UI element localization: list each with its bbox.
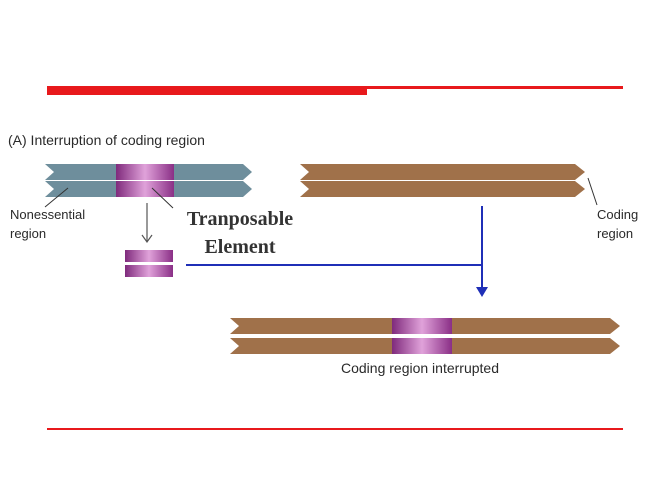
result-caption: Coding region interrupted bbox=[341, 360, 499, 376]
transposon-insert-top bbox=[116, 164, 174, 180]
transposon-strand-top bbox=[125, 250, 173, 262]
transposable-pointer bbox=[151, 187, 174, 209]
free-transposon bbox=[125, 250, 173, 277]
top-rule-thin bbox=[367, 86, 623, 89]
coding-label-line-1: Coding bbox=[597, 207, 638, 222]
panel-title: (A) Interruption of coding region bbox=[8, 132, 205, 148]
transposon-insert-bottom bbox=[116, 181, 174, 197]
nonessential-pointer bbox=[44, 187, 69, 208]
top-rule-thick bbox=[47, 86, 367, 95]
coding-dna bbox=[300, 164, 585, 197]
excision-arrow bbox=[141, 203, 153, 244]
dna-strand-bottom bbox=[300, 181, 585, 197]
dna-strand-top bbox=[300, 164, 585, 180]
transposable-label-line-2: Element bbox=[204, 236, 275, 258]
coding-pointer bbox=[587, 177, 598, 206]
interrupted-coding-dna bbox=[230, 318, 620, 354]
nonessential-label-line-2: region bbox=[10, 226, 46, 241]
nonessential-dna bbox=[45, 164, 252, 197]
coding-label-line-2: region bbox=[597, 226, 633, 241]
transposon-strand-bottom bbox=[125, 265, 173, 277]
bottom-rule bbox=[47, 428, 623, 430]
transposable-label-line-1: Tranposable bbox=[187, 208, 293, 230]
nonessential-label-line-1: Nonessential bbox=[10, 207, 85, 222]
transposon-insert-bottom bbox=[392, 338, 452, 354]
transposon-insert-top bbox=[392, 318, 452, 334]
insertion-arrow bbox=[186, 206, 488, 297]
